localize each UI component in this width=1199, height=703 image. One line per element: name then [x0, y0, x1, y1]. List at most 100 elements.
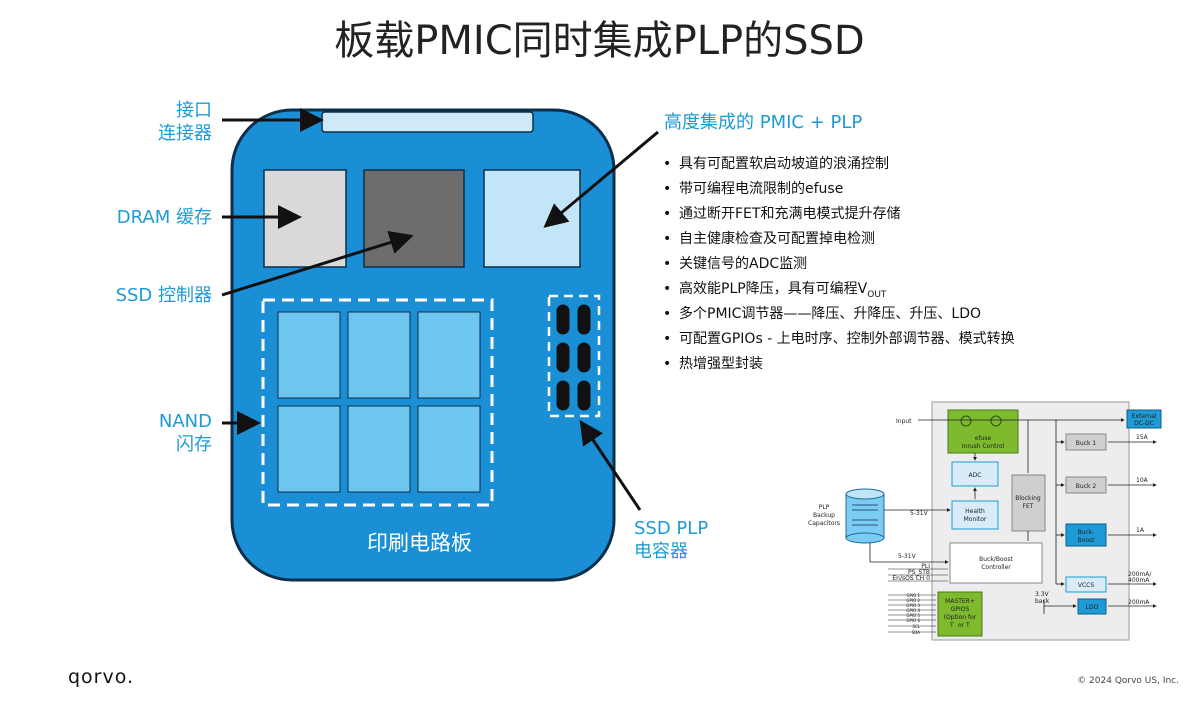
svg-text:or T: or T — [958, 622, 970, 629]
svg-text:3.3V: 3.3V — [1035, 591, 1050, 598]
nand-chip — [347, 405, 411, 493]
svg-text:GPIO 5: GPIO 5 — [906, 613, 920, 618]
nand-chip — [417, 405, 481, 493]
health-text: Monitor — [964, 516, 987, 523]
blocking-text: Blocking — [1015, 495, 1041, 502]
svg-text:VCCS: VCCS — [1078, 582, 1094, 589]
master-block — [937, 591, 983, 637]
svg-text:External: External — [1132, 413, 1157, 420]
svg-text:(Option for: (Option for — [944, 614, 977, 621]
adc-text: ADC — [969, 472, 982, 479]
svg-text:400mA: 400mA — [1128, 577, 1150, 584]
svg-text:Buck 2: Buck 2 — [1076, 483, 1097, 490]
svg-text:200mA: 200mA — [1128, 599, 1150, 606]
svg-text:SCL: SCL — [912, 624, 920, 629]
buck1-block — [1065, 433, 1107, 451]
feature-item: 可配置GPIOs - 上电时序、控制外部调节器、模式转换 — [663, 327, 1015, 352]
buck2-block — [1065, 476, 1107, 494]
capacitor — [576, 303, 592, 336]
svg-text:GPIO 3: GPIO 3 — [906, 603, 920, 608]
svg-text:GPIO 2: GPIO 2 — [906, 598, 920, 603]
nand-chip — [347, 311, 411, 399]
svg-text:back: back — [1035, 598, 1050, 605]
svg-text:Boost: Boost — [1078, 537, 1096, 544]
efuse-block — [947, 409, 1019, 454]
capacitor — [576, 379, 592, 412]
external-dcdc-block — [1126, 409, 1162, 429]
svg-text:GPIO 4: GPIO 4 — [906, 608, 920, 613]
nand-area — [261, 298, 494, 507]
buckboost-block — [1065, 523, 1107, 547]
plp-capacitor-icon — [845, 488, 885, 544]
svg-text:Input: Input — [896, 418, 912, 425]
feature-item: 多个PMIC调节器——降压、升降压、升压、LDO — [663, 302, 1015, 327]
svg-text:T: T — [949, 622, 954, 629]
svg-text:10A: 10A — [1136, 477, 1149, 484]
svg-text:GPIO 6: GPIO 6 — [906, 618, 920, 623]
adc-block — [951, 461, 999, 487]
feature-item: 具有可配置软启动坡道的浪涌控制 — [663, 152, 1015, 177]
svg-text:5-31V: 5-31V — [898, 553, 917, 560]
feature-item: 热增强型封装 — [663, 352, 1015, 377]
feature-item: 带可编程电流限制的efuse — [663, 177, 1015, 202]
page-title: 板载PMIC同时集成PLP的SSD — [334, 18, 865, 64]
svg-text:200mA/: 200mA/ — [1128, 571, 1152, 578]
svg-text:LDO: LDO — [1086, 604, 1099, 611]
arrow-capacitor — [579, 420, 642, 511]
svg-text:DC-DC: DC-DC — [1134, 420, 1154, 427]
controller-label: SSD 控制器 — [115, 285, 212, 306]
blocking-fet-block — [1011, 474, 1046, 532]
capacitor — [555, 341, 571, 374]
efuse-text: Inrush Control — [962, 443, 1005, 450]
feature-item: 通过断开FET和充满电模式提升存储 — [663, 202, 1015, 227]
arrow-controller — [221, 230, 414, 297]
nand-chip — [277, 405, 341, 493]
svg-text:Backup: Backup — [813, 512, 835, 519]
feature-list: 具有可配置软启动坡道的浪涌控制 带可编程电流限制的efuse 通过断开FET和充… — [663, 152, 1015, 377]
connector-label: 接口 连接器 — [158, 100, 212, 144]
capacitor — [555, 379, 571, 412]
efuse-text: efuse — [975, 435, 992, 442]
svg-text:GPIO 1: GPIO 1 — [906, 593, 920, 598]
nand-chip — [417, 311, 481, 399]
svg-text:SDA: SDA — [912, 630, 921, 635]
health-block — [951, 500, 999, 530]
vccs-block — [1065, 576, 1107, 593]
health-text: Health — [965, 508, 985, 515]
svg-text:Buck 1: Buck 1 — [1076, 440, 1097, 447]
feature-item: 自主健康检查及可配置掉电检测 — [663, 227, 1015, 252]
bb-text: Controller — [981, 564, 1011, 571]
svg-text:Capacitors: Capacitors — [808, 520, 840, 527]
arrow-pmic — [543, 130, 659, 228]
svg-text:En/sOS CH 0: En/sOS CH 0 — [892, 575, 930, 582]
pmic-title: 高度集成的 PMIC + PLP — [664, 112, 863, 133]
feature-item: 关键信号的ADC监测 — [663, 252, 1015, 277]
svg-text:PS_STB: PS_STB — [908, 569, 930, 576]
svg-text:GPIOS: GPIOS — [951, 606, 970, 613]
qorvo-logo: qorvo. — [68, 666, 135, 688]
svg-text:1A: 1A — [1136, 527, 1145, 534]
copyright: © 2024 Qorvo US, Inc. — [1077, 676, 1179, 686]
controller-chip — [363, 169, 465, 268]
svg-text:PLP: PLP — [819, 504, 830, 511]
bb-controller-block — [949, 542, 1043, 584]
plp-capacitor-label: SSD PLP 电容器 — [634, 518, 709, 562]
capacitor-area — [547, 294, 601, 418]
pcb-label: 印刷电路板 — [367, 531, 472, 555]
bb-text: Buck/Boost — [979, 556, 1013, 563]
dram-label: DRAM 缓存 — [116, 207, 212, 228]
svg-text:15A: 15A — [1136, 434, 1149, 441]
svg-text:MASTER+: MASTER+ — [945, 598, 975, 605]
svg-text:5-31V: 5-31V — [910, 510, 929, 517]
nand-label: NAND 闪存 — [158, 411, 212, 455]
capacitor — [576, 341, 592, 374]
nand-chip — [277, 311, 341, 399]
svg-text:Buck-: Buck- — [1078, 529, 1095, 536]
ldo-block — [1077, 598, 1107, 615]
capacitor — [555, 303, 571, 336]
svg-text:PLI: PLI — [921, 563, 930, 570]
blocking-text: FET — [1023, 503, 1034, 510]
feature-item: 高效能PLP降压，具有可编程VOUT — [663, 277, 1015, 302]
